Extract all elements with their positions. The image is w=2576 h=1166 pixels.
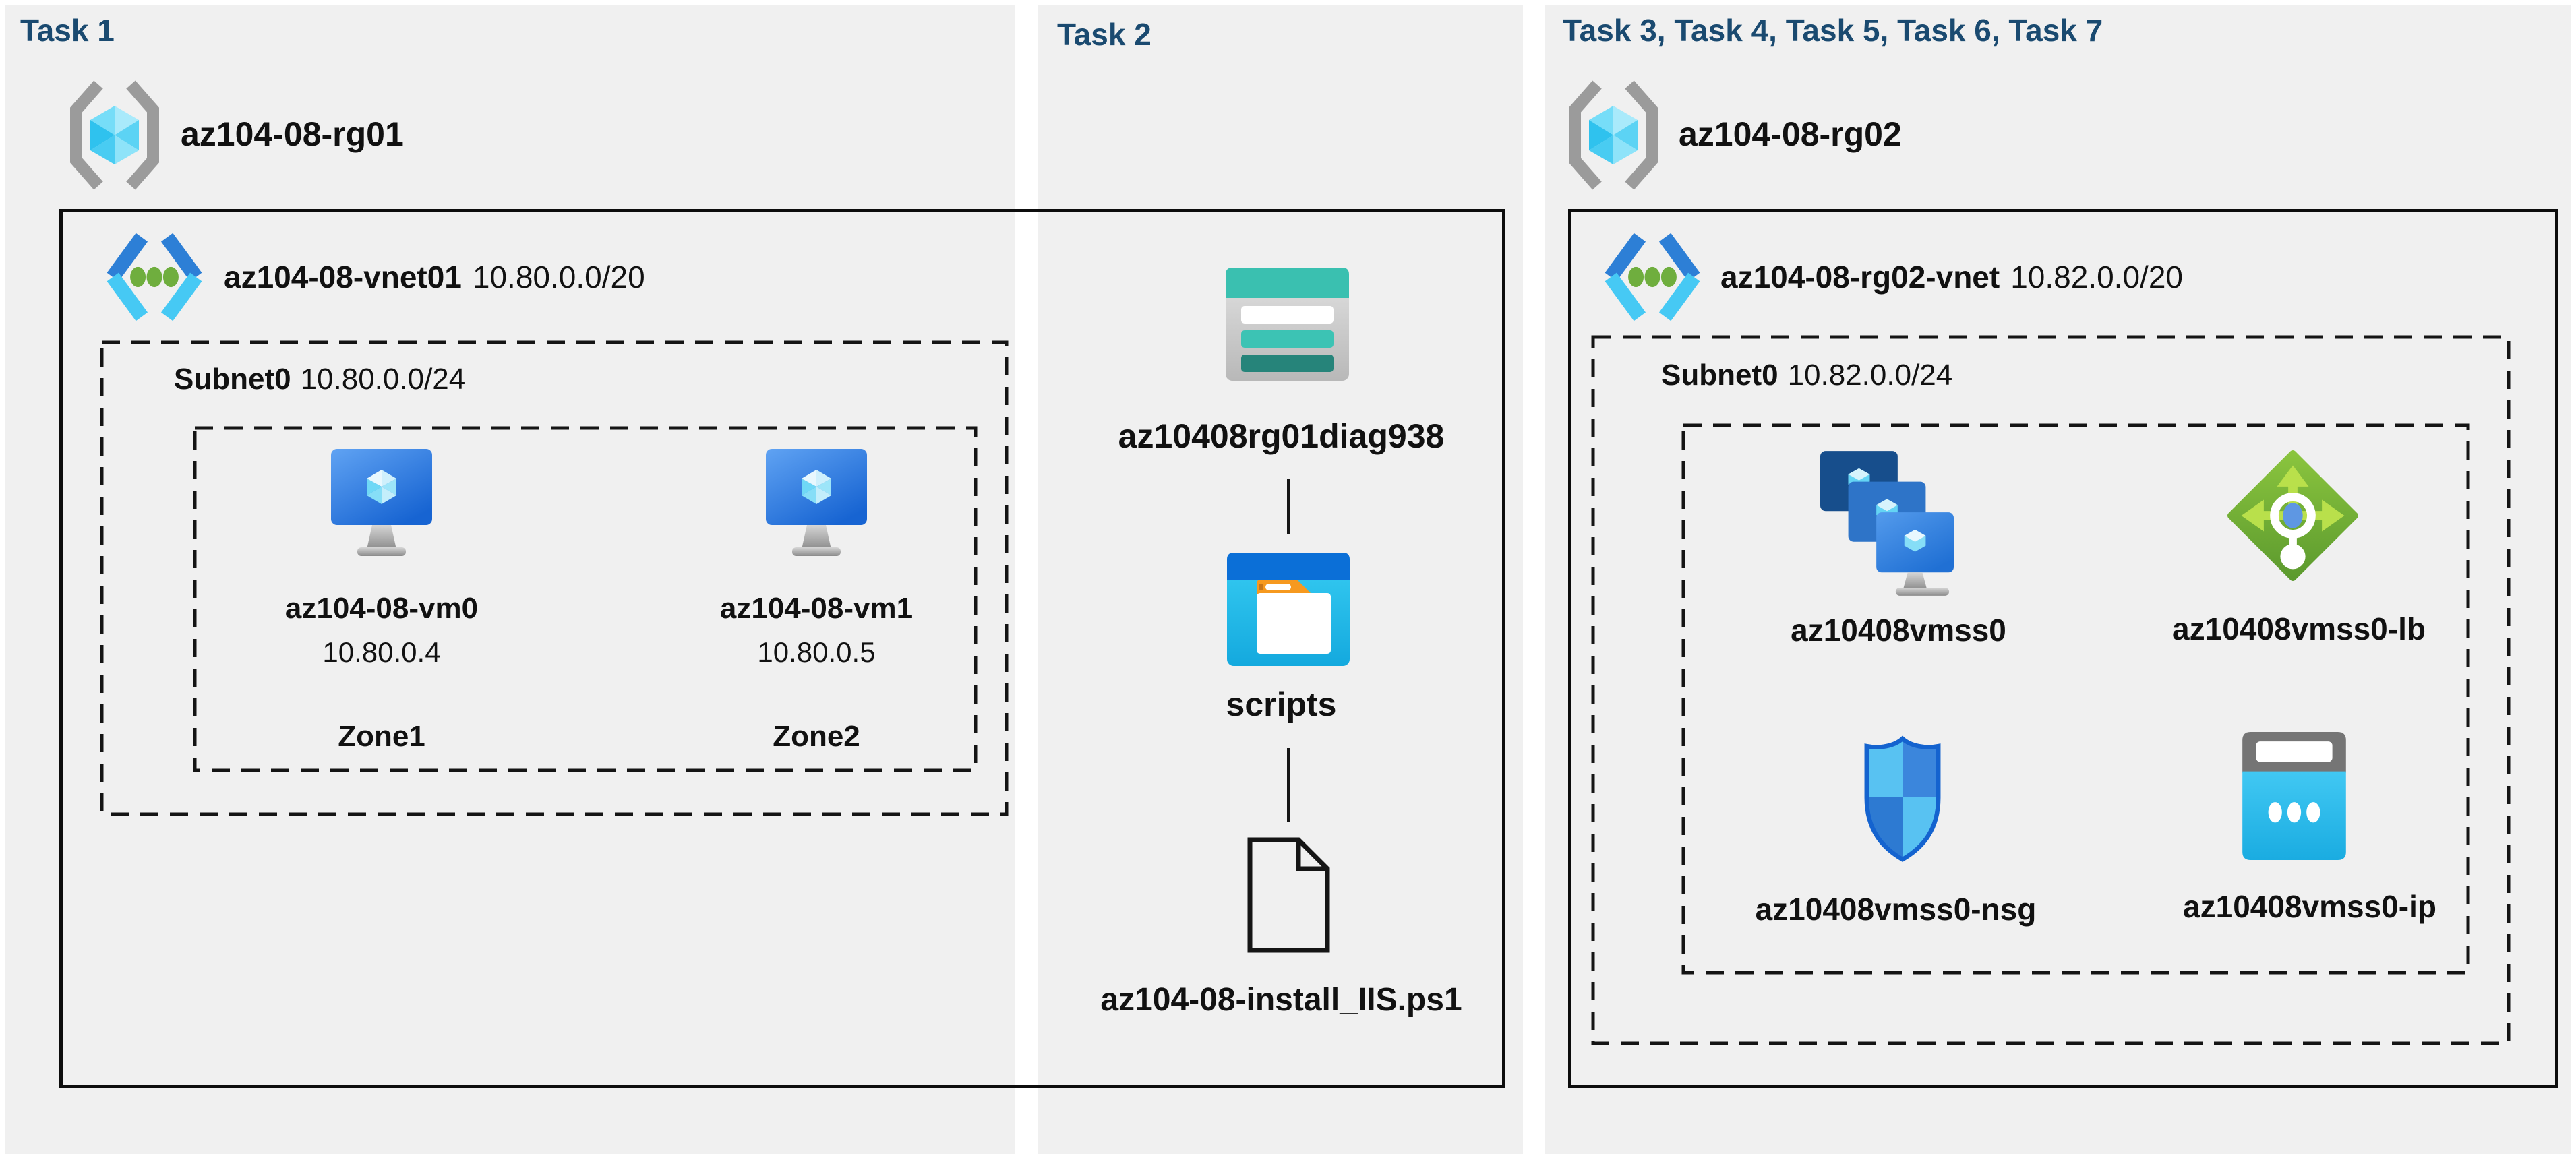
task1-title: Task 1 [20, 13, 115, 48]
vm-ip: 10.80.0.5 [757, 636, 876, 668]
vnet-name: az104-08-rg02-vnet [1720, 259, 2000, 295]
vnet-cidr: 10.82.0.0/20 [2010, 259, 2183, 295]
vm-zone: Zone2 [773, 720, 860, 753]
vnet-label: az104-08-rg02-vnet 10.82.0.0/20 [1720, 259, 2183, 295]
subnet-label: Subnet0 10.82.0.0/24 [1661, 359, 1952, 392]
subnet-label: Subnet0 10.80.0.0/24 [174, 363, 465, 396]
resource-group-icon [70, 80, 159, 190]
task3to7-title: Task 3, Task 4, Task 5, Task 6, Task 7 [1563, 13, 2103, 48]
public-ip-name: az10408vmss0-ip [2183, 889, 2436, 924]
load-balancer-name: az10408vmss0-lb [2172, 611, 2426, 646]
resource-group-name: az104-08-rg02 [1679, 115, 1902, 153]
storage-account-name: az10408rg01diag938 [1118, 417, 1445, 455]
resource-group-name: az104-08-rg01 [181, 115, 404, 153]
subnet-cidr: 10.80.0.0/24 [300, 363, 466, 396]
resource-group-icon [1569, 80, 1658, 190]
script-file-name: az104-08-install_IIS.ps1 [1100, 982, 1462, 1018]
file-icon [1247, 837, 1330, 953]
vm-name: az104-08-vm1 [719, 592, 913, 625]
nsg-name: az10408vmss0-nsg [1755, 892, 2037, 927]
virtual-network-icon [1605, 233, 1700, 321]
vnet-cidr: 10.80.0.0/20 [472, 259, 645, 295]
task2-title: Task 2 [1057, 17, 1151, 52]
vm-ip: 10.80.0.4 [322, 636, 441, 668]
vm-scale-set-icon [1820, 451, 1954, 596]
subnet-boundary [1591, 335, 2511, 1045]
virtual-network-icon [107, 233, 202, 321]
vmss-boundary [1681, 423, 2470, 975]
connector-line [1287, 748, 1290, 822]
blob-container-icon [1227, 553, 1350, 666]
connector-line [1287, 479, 1290, 534]
vm-name: az104-08-vm0 [284, 592, 479, 625]
subnet-name: Subnet0 [174, 363, 291, 396]
network-security-group-icon [1864, 735, 1941, 862]
container-name: scripts [1226, 685, 1337, 723]
task1-panel [5, 5, 1015, 1154]
vnet1-boundary-box [59, 209, 1505, 1088]
vmss-name: az10408vmss0 [1791, 613, 2006, 648]
vm-zone: Zone1 [338, 720, 425, 753]
load-balancer-icon [2227, 450, 2359, 582]
public-ip-icon [2242, 732, 2346, 860]
vnet2-boundary-box [1568, 209, 2558, 1088]
vnet-name: az104-08-vnet01 [224, 259, 462, 295]
task3to7-panel [1545, 5, 2571, 1154]
vnet-label: az104-08-vnet01 10.80.0.0/20 [224, 259, 645, 295]
subnet-cidr: 10.82.0.0/24 [1787, 359, 1953, 392]
zones-boundary [193, 426, 978, 772]
storage-account-icon [1226, 268, 1349, 381]
subnet-name: Subnet0 [1661, 359, 1778, 392]
subnet-boundary [100, 340, 1009, 816]
virtual-machine-icon [766, 449, 867, 556]
virtual-machine-icon [331, 449, 432, 556]
